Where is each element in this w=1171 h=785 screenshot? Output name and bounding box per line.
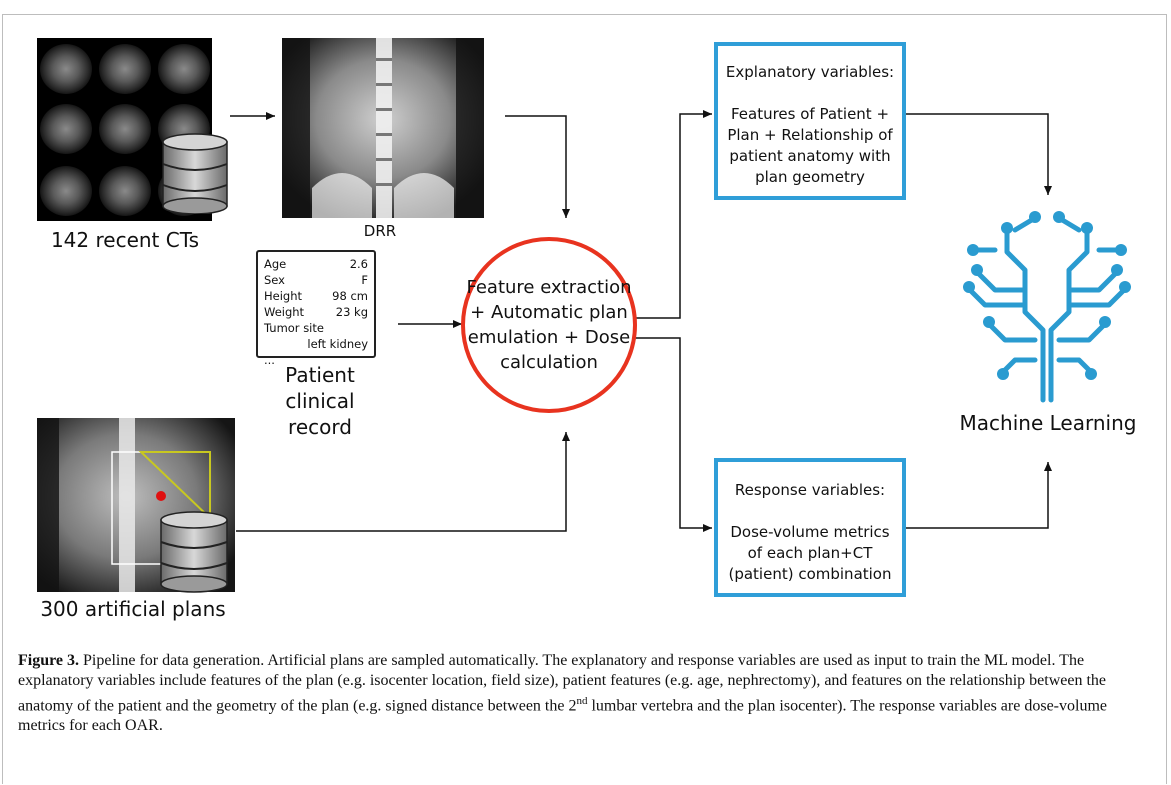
figure-caption: Figure 3. Pipeline for data generation. … <box>18 651 1156 736</box>
record-weight-value: 23 kg <box>335 305 368 319</box>
caption-superscript: nd <box>576 695 588 707</box>
record-more: ... <box>264 353 275 367</box>
drr-label: DRR <box>363 222 397 240</box>
record-tumor-key: Tumor site <box>264 321 324 335</box>
caption-text-2: lumbar vertebra and the plan isocenter).… <box>18 697 1107 735</box>
machine-learning-label: Machine Learning <box>959 411 1137 435</box>
frame-right-border <box>1166 14 1167 784</box>
frame-top-border <box>2 14 1167 15</box>
patient-record-card: Age 2.6 Sex F Height 98 cm Weight 23 kg Tumo… <box>256 250 376 367</box>
explanatory-variables-box: Explanatory variables: Features of Patie… <box>714 42 906 200</box>
response-title: Response variables: <box>734 481 886 499</box>
patient-record-label: Patient clinical record <box>285 363 355 439</box>
record-sex-value: F <box>361 273 368 287</box>
artificial-plan-image <box>37 418 235 592</box>
response-body: Dose-volume metrics of each plan+CT (pat… <box>728 523 892 583</box>
frame-left-border <box>2 14 3 784</box>
brain-circuit-icon <box>963 211 1131 403</box>
ct-scan-grid <box>37 38 212 221</box>
explanatory-body: Features of Patient + Plan + Relationshi… <box>727 105 893 186</box>
record-age-key: Age <box>264 257 287 271</box>
drr-image <box>282 38 484 218</box>
record-height-key: Height <box>264 289 303 303</box>
record-height-value: 98 cm <box>332 289 368 303</box>
record-tumor-value: left kidney <box>307 337 368 351</box>
feature-extraction-label: Feature extraction + Automatic plan emul… <box>466 277 632 373</box>
database-icon <box>162 133 228 214</box>
caption-label: Figure 3. <box>18 652 80 669</box>
record-weight-key: Weight <box>264 305 305 319</box>
explanatory-title: Explanatory variables: <box>725 63 895 81</box>
caption-text-1: Pipeline for data generation. Artificial… <box>18 652 1106 715</box>
flow-arrows <box>230 110 1052 532</box>
feature-extraction-circle <box>461 237 637 413</box>
database-icon <box>160 511 228 593</box>
response-variables-box: Response variables: Dose-volume metrics … <box>714 458 906 597</box>
plans-label: 300 artificial plans <box>40 597 226 621</box>
record-sex-key: Sex <box>264 273 285 287</box>
record-age-value: 2.6 <box>349 257 368 271</box>
ct-label: 142 recent CTs <box>50 228 200 252</box>
